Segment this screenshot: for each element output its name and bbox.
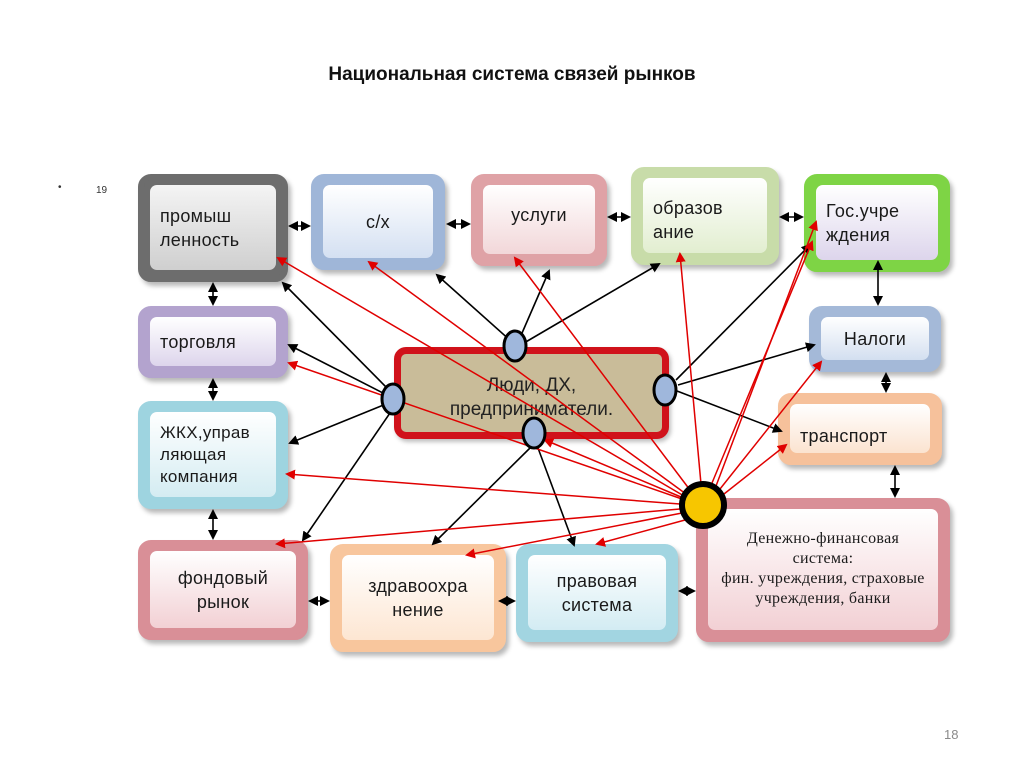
node-torgovlya: торговля [138,306,288,378]
node-zdravoohranenie-label: здравоохра нение [342,555,494,640]
link-right-hub-trans [676,390,783,433]
link-left-hub-fond [301,412,391,542]
bullet-number: 19 [96,185,108,196]
node-pravovaya-label: правовая система [528,555,666,630]
link-top-hub-sh [435,273,513,343]
red-link-uslugi [513,256,691,491]
node-zhkh: ЖКХ,управ ляющая компания [138,401,288,509]
node-fondovy-label: фондовый рынок [150,551,296,628]
node-transport: транспорт [778,393,942,465]
node-zdravoohranenie: здравоохра нение [330,544,506,652]
red-link-prom [276,256,685,497]
node-gos-uchrezhdeniya: Гос.учре ждения [804,174,950,272]
red-link-trans [723,443,788,495]
link-bottom-hub-zdrav [431,447,531,546]
red-link-torg [287,360,683,500]
red-link-zdrav [465,512,683,559]
node-torgovlya-label: торговля [150,317,276,366]
hub-top [502,329,528,363]
node-sh: с/х [311,174,445,270]
bullet-point: • [58,182,62,193]
link-left-hub-torg [287,344,386,395]
node-promyshlennost: промыш ленность [138,174,288,282]
node-promyshlennost-label: промыш ленность [150,185,276,270]
node-gos-label: Гос.учре ждения [816,185,938,260]
link-top-hub-uslugi [518,269,551,341]
slide-title: Национальная система связей рынков [328,64,696,85]
hub-links [281,243,816,547]
node-sh-label: с/х [323,185,433,258]
slide-page-number: 18 [944,727,959,742]
link-bottom-hub-prav [537,447,576,547]
finance-hub [679,481,727,529]
center-node-label: Люди, ДХ, предприниматели. [449,375,614,420]
neighbor-links [208,212,900,606]
red-link-zhkh [285,469,681,505]
red-link-nalogi [719,360,823,490]
node-nalogi-label: Налоги [821,317,929,360]
node-uslugi: услуги [471,174,607,266]
node-uslugi-label: услуги [483,185,595,254]
hub-bottom [521,416,547,450]
node-obrazovanie-label: образов ание [643,178,767,253]
link-right-hub-nalogi [677,342,816,386]
node-nalogi: Налоги [809,306,941,372]
node-fondovy-rynok: фондовый рынок [138,540,308,640]
node-denezhno-label: Денежно-финансовая система: фин. учрежде… [708,509,938,630]
node-pravovaya-sistema: правовая система [516,544,678,642]
hub-left [380,382,406,416]
red-link-obr [675,252,702,485]
red-link-sh [367,260,687,495]
link-left-hub-prom [281,281,389,390]
link-top-hub-obr [523,262,661,344]
red-link-center [543,438,682,498]
node-zhkh-label: ЖКХ,управ ляющая компания [150,412,276,497]
hub-right [652,373,678,407]
link-right-hub-gos [675,243,812,381]
node-obrazovanie: образов ание [631,167,779,265]
node-transport-label: транспорт [790,404,930,453]
red-link-prav [595,519,686,547]
node-denezhno-finansovaya: Денежно-финансовая система: фин. учрежде… [696,498,950,642]
red-link-gos-2 [715,220,818,487]
finance-links [275,220,823,559]
center-node-lyudi: Люди, ДХ, предприниматели. [394,347,669,439]
red-link-fond [275,508,681,549]
link-left-hub-zhkh [288,403,387,445]
